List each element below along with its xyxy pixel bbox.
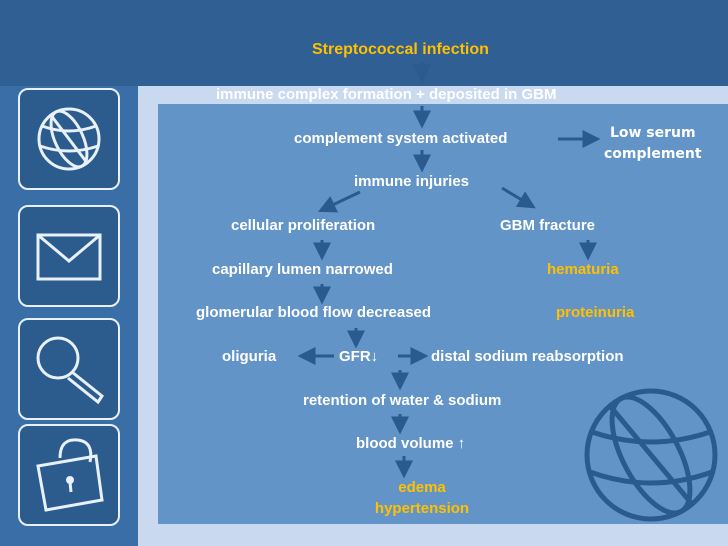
blood-volume-node: blood volume ↑ (356, 435, 466, 452)
sidebar (0, 0, 138, 546)
hematuria-node: hematuria (547, 261, 619, 278)
gbm-fracture-node: GBM fracture (500, 217, 596, 234)
envelope-icon (36, 233, 102, 281)
edema-node: edema (398, 479, 446, 496)
immune-complex-node: immune complex formation + deposited in … (216, 86, 557, 103)
low-serum-complement-node: Low serum complement (604, 123, 702, 165)
padlock-tile (18, 424, 120, 526)
retention-node: retention of water & sodium (303, 392, 502, 409)
envelope-tile (18, 205, 120, 307)
complement-node: complement system activated (294, 130, 508, 147)
title-band (138, 0, 728, 86)
proteinuria-node: proteinuria (556, 304, 635, 321)
globe-watermark-icon (584, 388, 718, 522)
distal-sodium-node: distal sodium reabsorption (431, 348, 624, 365)
content-panel (158, 104, 728, 524)
oliguria-node: oliguria (222, 348, 277, 365)
capillary-node: capillary lumen narrowed (212, 261, 393, 278)
arrow-injuries-to-gbm (501, 186, 536, 209)
immune-injuries-node: immune injuries (354, 173, 470, 190)
globe-tile (18, 88, 120, 190)
cellular-proliferation-node: cellular proliferation (231, 217, 376, 234)
low-serum-line-1: Low serum (609, 125, 696, 141)
globe-icon (37, 107, 101, 171)
low-serum-line-2: complement (604, 146, 702, 162)
hypertension-node: hypertension (374, 500, 470, 517)
title-node: Streptococcal infection (312, 41, 489, 58)
gfr-node: GFR↓ (339, 348, 379, 365)
magnifier-icon (36, 336, 105, 405)
padlock-icon (36, 438, 104, 512)
glomerular-node: glomerular blood flow decreased (196, 304, 432, 321)
magnifier-tile (18, 318, 120, 420)
arrow-injuries-to-proliferation (317, 190, 361, 213)
